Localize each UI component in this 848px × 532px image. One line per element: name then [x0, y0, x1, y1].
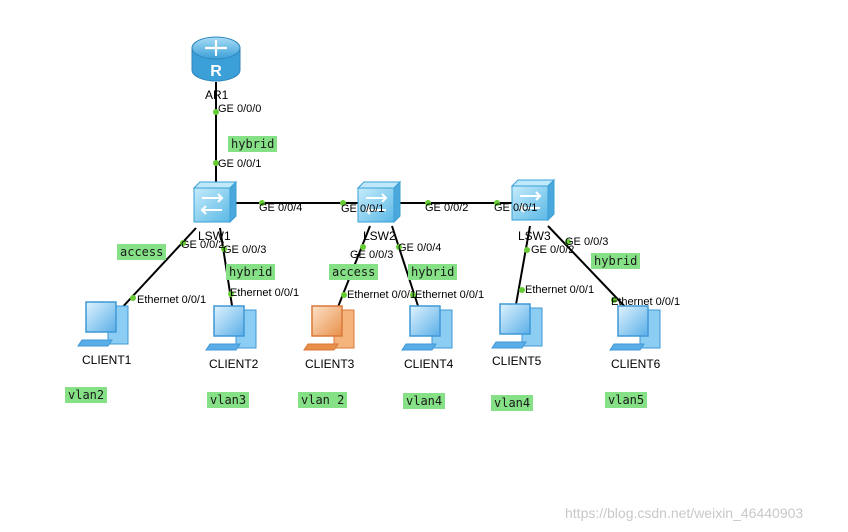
port-dot: [494, 200, 500, 206]
link-lsw2-client4: [391, 225, 421, 313]
port-dot: [228, 291, 234, 297]
port-label: GE 0/0/3: [565, 236, 609, 248]
device-label-lsw2: LSW2: [363, 229, 396, 243]
device-label-client1: CLIENT1: [82, 353, 132, 367]
device-label-ar1: AR1: [205, 88, 229, 102]
port-label: Ethernet 0/0/1: [415, 289, 485, 301]
vlan-tag: vlan4: [491, 395, 534, 411]
device-label-client4: CLIENT4: [404, 357, 454, 371]
port-mode-tag: hybrid: [228, 136, 278, 152]
router-icon[interactable]: R: [191, 36, 241, 82]
port-label: GE 0/0/1: [218, 158, 262, 170]
device-label-client5: CLIENT5: [492, 354, 542, 368]
port-dot: [340, 200, 346, 206]
port-label: Ethernet 0/0/1: [611, 296, 681, 308]
device-label-client2: CLIENT2: [209, 357, 259, 371]
port-label: Ethernet 0/0/1: [137, 294, 207, 306]
port-label: GE 0/0/0: [218, 103, 262, 115]
client-icon[interactable]: [205, 305, 257, 351]
port-dot: [360, 244, 366, 250]
port-dot: [396, 244, 402, 250]
device-label-client3: CLIENT3: [305, 357, 355, 371]
svg-text:R: R: [210, 63, 222, 80]
port-dots: [130, 109, 617, 303]
vlan-tag: vlan 2: [298, 392, 348, 408]
port-dot: [425, 200, 431, 206]
port-label: GE 0/0/1: [494, 202, 538, 214]
client-icon[interactable]: [609, 305, 661, 351]
port-dot: [611, 297, 617, 303]
switch-icon[interactable]: [510, 178, 556, 222]
device-label-lsw1: LSW1: [198, 229, 231, 243]
vlan-tag: vlan2: [65, 387, 108, 403]
client-icon[interactable]: [491, 303, 543, 349]
port-dot: [410, 292, 416, 298]
port-label: GE 0/0/2: [531, 244, 575, 256]
port-mode-tag: access: [329, 264, 379, 280]
port-label: GE 0/0/2: [425, 202, 469, 214]
port-label: GE 0/0/3: [223, 244, 267, 256]
port-mode-tag: hybrid: [408, 264, 458, 280]
port-label: Ethernet 0/0/1: [230, 287, 300, 299]
client-icon[interactable]: [77, 301, 129, 347]
port-label: GE 0/0/2: [181, 239, 225, 251]
port-dot: [259, 200, 265, 206]
port-dot: [519, 287, 525, 293]
link-lsw3-client5: [514, 225, 531, 311]
port-label: GE 0/0/4: [259, 202, 303, 214]
port-dot: [565, 239, 571, 245]
vlan-tag: vlan4: [403, 393, 446, 409]
port-dot: [213, 160, 219, 166]
port-dot: [341, 292, 347, 298]
port-mode-tag: hybrid: [591, 253, 641, 269]
port-mode-tag: hybrid: [226, 264, 276, 280]
client-icon[interactable]: [303, 305, 355, 351]
watermark: https://blog.csdn.net/weixin_46440903: [565, 505, 804, 521]
port-label: Ethernet 0/0/1: [347, 289, 417, 301]
vlan-tag: vlan5: [605, 392, 648, 408]
port-label: GE 0/0/1: [341, 203, 385, 215]
port-label: Ethernet 0/0/1: [525, 284, 595, 296]
device-label-lsw3: LSW3: [518, 229, 551, 243]
client-icon[interactable]: [401, 305, 453, 351]
vlan-tag: vlan3: [207, 392, 250, 408]
link-lsw3-client6: [547, 225, 631, 313]
port-label: GE 0/0/3: [350, 249, 394, 261]
device-label-client6: CLIENT6: [611, 357, 661, 371]
port-mode-tag: access: [117, 244, 167, 260]
port-dot: [524, 247, 530, 253]
switch-icon[interactable]: [192, 180, 238, 224]
switch-icon[interactable]: [356, 180, 402, 224]
port-dot: [213, 109, 219, 115]
port-dot: [180, 240, 186, 246]
port-label: GE 0/0/4: [398, 242, 442, 254]
port-dot: [130, 295, 136, 301]
port-dot: [221, 246, 227, 252]
